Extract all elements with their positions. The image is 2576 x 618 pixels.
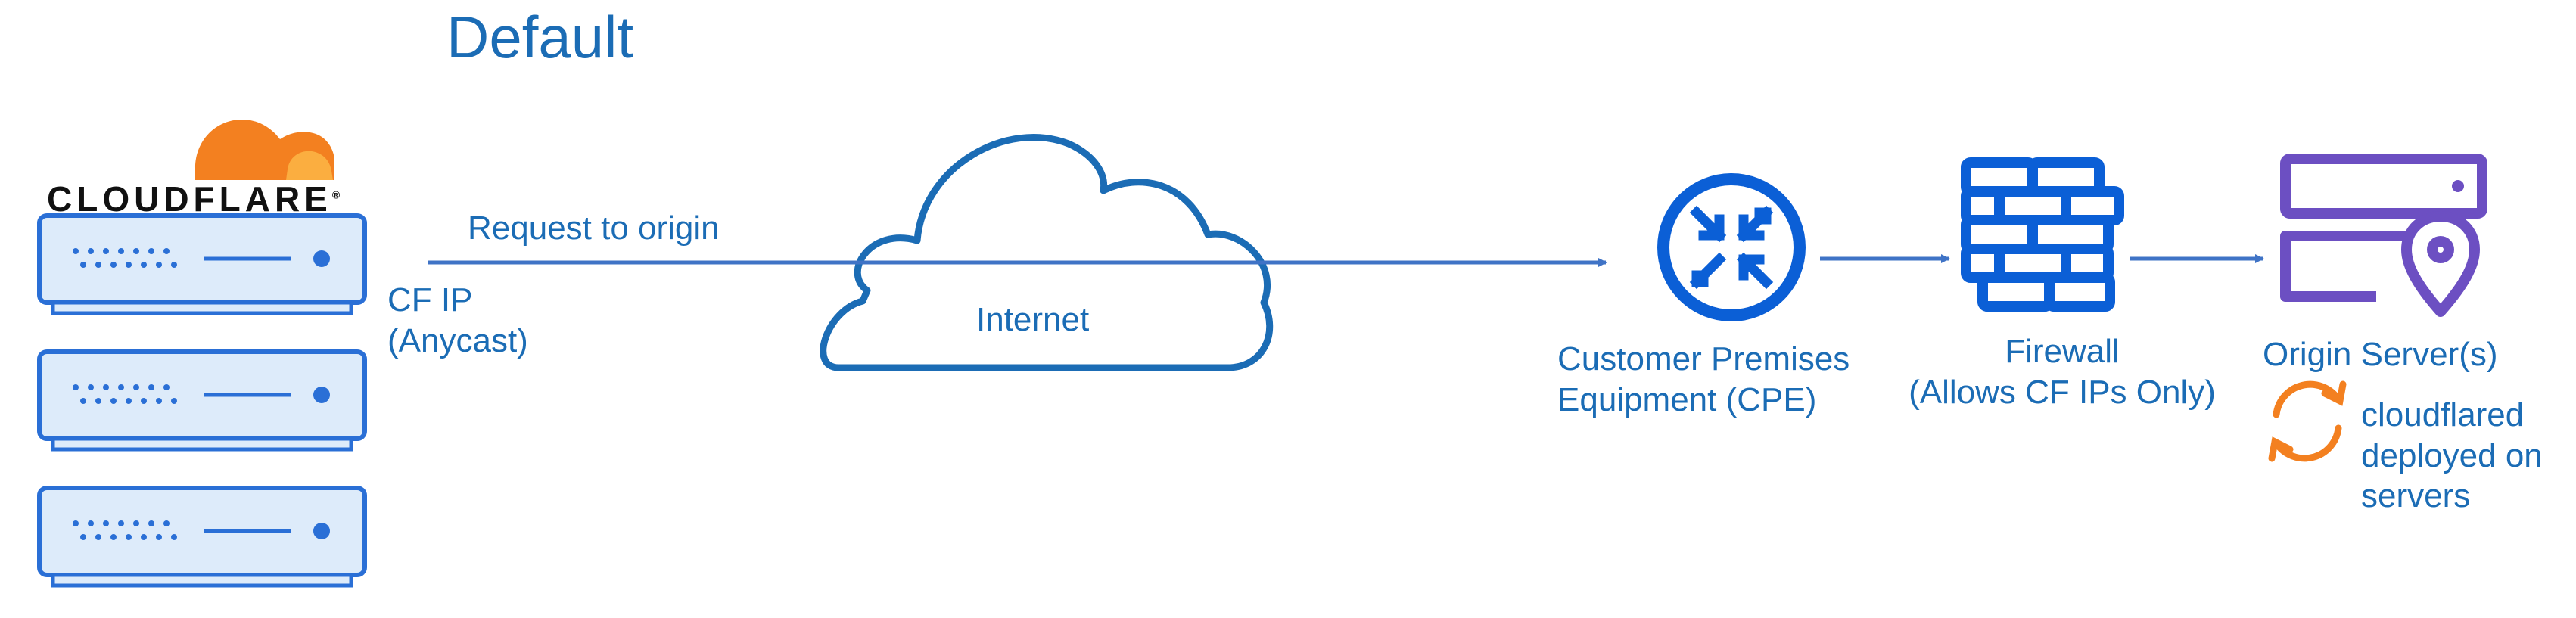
internet-label: Internet (976, 301, 1090, 338)
sync-arrows-icon (2268, 380, 2347, 462)
server-rack-icon-3 (37, 486, 367, 588)
page-title: Default (446, 4, 634, 70)
server-rack-icon-1 (37, 213, 367, 315)
cloudflare-wordmark: CLOUDFLARE® (47, 179, 341, 219)
request-label: Request to origin (468, 210, 720, 247)
cloudflare-logo-icon (195, 120, 334, 180)
cpe-label: Customer Premises Equipment (CPE) (1557, 340, 1850, 418)
firewall-label: Firewall (Allows CF IPs Only) (1909, 333, 2216, 411)
origin-server-location-icon (2280, 154, 2487, 317)
cloudflared-label: cloudflared deployed on servers (2361, 396, 2543, 515)
origin-server-led (2452, 180, 2464, 192)
firewall-brick-icon (1961, 157, 2124, 312)
origin-label: Origin Server(s) (2263, 336, 2498, 373)
cf-ip-label: CF IP (Anycast) (387, 281, 528, 359)
router-icon (1657, 173, 1806, 321)
cloud-icon (820, 134, 1274, 371)
server-rack-icon-2 (37, 349, 367, 452)
